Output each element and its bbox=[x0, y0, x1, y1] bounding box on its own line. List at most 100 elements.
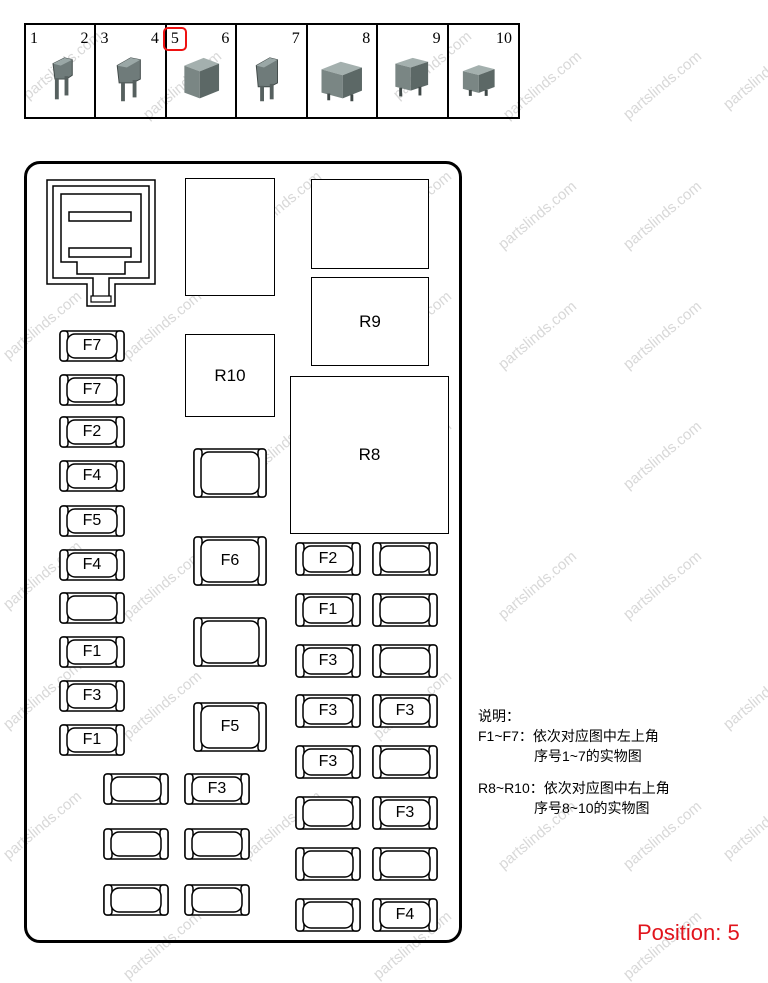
blade-fuse-icon bbox=[117, 57, 142, 102]
fuse-right-5-1: F3 bbox=[294, 745, 362, 779]
notes-line: R8~R10：依次对应图中右上角 bbox=[478, 780, 670, 796]
fuse-label: F3 bbox=[207, 780, 227, 797]
connector-socket bbox=[46, 179, 156, 307]
part-cell-7: 7 bbox=[237, 25, 308, 117]
fuse-label bbox=[192, 448, 268, 498]
fuse-left-8: F1 bbox=[58, 636, 126, 668]
fuse-label: F2 bbox=[82, 423, 102, 440]
fuse-right-3-1: F3 bbox=[294, 644, 362, 678]
fuse-label: F4 bbox=[82, 467, 102, 484]
fuse-label: F7 bbox=[82, 381, 102, 398]
fuse-bottom-6 bbox=[183, 884, 251, 916]
selection-highlight bbox=[162, 27, 187, 51]
parts-strip: 1 2 3 4 5 6 7 bbox=[24, 23, 520, 119]
fuse-right-6-1 bbox=[294, 796, 362, 830]
fuse-label bbox=[371, 644, 439, 678]
relay-label: R8 bbox=[358, 445, 381, 464]
fuse-label bbox=[371, 593, 439, 627]
fuse-label bbox=[183, 884, 251, 916]
fuse-label: F3 bbox=[318, 652, 338, 669]
fuse-right-7-2 bbox=[371, 847, 439, 881]
part-number: 6 bbox=[221, 30, 230, 47]
fuse-label: F1 bbox=[82, 731, 102, 748]
position-label: Position: 5 bbox=[637, 920, 740, 945]
cartridge-fuse-icon bbox=[184, 57, 219, 99]
fuse-label bbox=[102, 773, 170, 805]
fuse-right-3-2 bbox=[371, 644, 439, 678]
fuse-label bbox=[294, 796, 362, 830]
fuse-middle-1 bbox=[192, 448, 268, 498]
fuse-label: F5 bbox=[82, 512, 102, 529]
fuse-box-outline: R9 R10 R8 F7 F7 F2 F4 F5 F4 bbox=[24, 161, 462, 943]
fuse-label: F3 bbox=[82, 687, 102, 704]
part-cell-1-2: 1 2 bbox=[26, 25, 97, 117]
fuse-label: F3 bbox=[318, 753, 338, 770]
fuse-right-8-1 bbox=[294, 898, 362, 932]
fuse-right-8-2: F4 bbox=[371, 898, 439, 932]
fuse-label bbox=[371, 745, 439, 779]
fuse-label bbox=[102, 828, 170, 860]
fuse-right-5-2 bbox=[371, 745, 439, 779]
relay-icon bbox=[395, 57, 429, 97]
fuse-label: F4 bbox=[82, 556, 102, 573]
legend-notes: 说明： F1~F7：依次对应图中左上角 序号1~7的实物图 R8~R10：依次对… bbox=[478, 706, 670, 818]
part-number: 8 bbox=[362, 30, 371, 47]
blade-fuse-icon bbox=[52, 57, 73, 100]
fuse-label bbox=[183, 828, 251, 860]
fuse-middle-2: F6 bbox=[192, 536, 268, 586]
fuse-middle-4: F5 bbox=[192, 702, 268, 752]
fuse-left-3: F2 bbox=[58, 416, 126, 448]
relay-slot bbox=[311, 179, 429, 269]
fuse-left-2: F7 bbox=[58, 374, 126, 406]
relay-r9: R9 bbox=[311, 277, 429, 366]
fuse-left-7 bbox=[58, 592, 126, 624]
fuse-left-4: F4 bbox=[58, 460, 126, 492]
relay-label: R10 bbox=[214, 365, 246, 385]
fuse-bottom-4 bbox=[183, 828, 251, 860]
part-cell-9: 9 bbox=[378, 25, 449, 117]
fuse-label bbox=[371, 847, 439, 881]
relay-icon bbox=[321, 61, 362, 102]
notes-line: 序号8~10的实物图 bbox=[534, 800, 650, 816]
fuse-middle-3 bbox=[192, 617, 268, 667]
fuse-label: F3 bbox=[395, 702, 415, 719]
fuse-right-6-2: F3 bbox=[371, 796, 439, 830]
fuse-label: F2 bbox=[318, 550, 338, 567]
fuse-left-9: F3 bbox=[58, 680, 126, 712]
fuse-label bbox=[294, 847, 362, 881]
fuse-label bbox=[294, 898, 362, 932]
relay-label: R9 bbox=[359, 311, 381, 331]
fuse-label: F4 bbox=[395, 906, 415, 923]
part-cell-8: 8 bbox=[308, 25, 379, 117]
notes-line: 序号1~7的实物图 bbox=[534, 748, 642, 764]
fuse-right-7-1 bbox=[294, 847, 362, 881]
part-cell-3-4: 3 4 bbox=[96, 25, 167, 117]
fuse-left-1: F7 bbox=[58, 330, 126, 362]
fuse-right-2-2 bbox=[371, 593, 439, 627]
fuse-label: F7 bbox=[82, 337, 102, 354]
fuse-right-4-1: F3 bbox=[294, 694, 362, 728]
fuse-bottom-3 bbox=[102, 828, 170, 860]
part-number: 1 bbox=[30, 30, 38, 47]
fuse-right-4-2: F3 bbox=[371, 694, 439, 728]
relay-r10: R10 bbox=[185, 334, 275, 417]
part-cell-10: 10 bbox=[449, 25, 518, 117]
fuse-label: F1 bbox=[82, 643, 102, 660]
part-number: 5 bbox=[170, 30, 179, 47]
relay-r8: R8 bbox=[290, 376, 449, 534]
part-number: 10 bbox=[496, 30, 513, 47]
relay-icon bbox=[462, 65, 495, 96]
part-number: 3 bbox=[100, 30, 109, 47]
fuse-left-5: F5 bbox=[58, 505, 126, 537]
part-number: 9 bbox=[432, 30, 441, 47]
fuse-label: F1 bbox=[318, 601, 338, 618]
fuse-right-1-1: F2 bbox=[294, 542, 362, 576]
fuse-label bbox=[192, 617, 268, 667]
fuse-label: F3 bbox=[318, 702, 338, 719]
fuse-left-10: F1 bbox=[58, 724, 126, 756]
fuse-label: F6 bbox=[220, 552, 240, 569]
part-number: 7 bbox=[291, 30, 300, 47]
fuse-label bbox=[102, 884, 170, 916]
part-cell-5-6: 5 6 bbox=[162, 25, 238, 117]
fuse-bottom-5 bbox=[102, 884, 170, 916]
